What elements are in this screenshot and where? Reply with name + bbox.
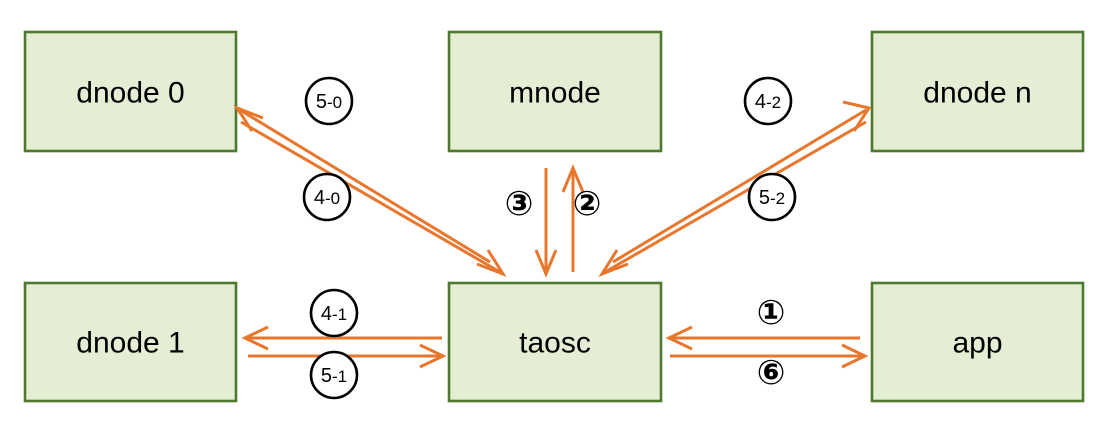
step-circle-5-1: [309, 350, 359, 400]
arrow-flow-5-2: [598, 120, 867, 278]
node-mnode[interactable]: mnode: [447, 30, 663, 153]
arrow-flow-1: [665, 325, 860, 351]
node-label-mnode: mnode: [509, 77, 601, 110]
node-dnode0[interactable]: dnode 0: [23, 30, 238, 153]
node-label-app: app: [952, 327, 1002, 360]
step-circle-4-1: [309, 288, 359, 338]
step-marker-5-0: 5-0: [304, 76, 354, 126]
step-glyph-6: ⑥: [757, 353, 786, 393]
step-circle-5-2: [747, 172, 797, 222]
node-label-taosc: taosc: [519, 327, 591, 360]
arrow-flow-4-0: [240, 120, 507, 278]
node-box-app[interactable]: [870, 281, 1085, 403]
step-circle-4-2: [743, 76, 793, 126]
node-label-dnoden: dnode n: [923, 77, 1031, 110]
step-marker-5-2: 5-2: [747, 172, 797, 222]
arrow-flow-2: [561, 164, 585, 272]
node-box-mnode[interactable]: [447, 30, 663, 153]
step-marker-5-1: 5-1: [309, 350, 359, 400]
step-glyph-3: ③: [505, 184, 534, 224]
step-circle-5-0: [304, 76, 354, 126]
arrow-flow-4-1: [241, 325, 442, 351]
step-label-5-1: 5-1: [321, 365, 347, 387]
step-marker-4-0: 4-0: [302, 172, 352, 222]
step-circle-4-0: [302, 172, 352, 222]
step-glyph-1: ①: [757, 293, 786, 333]
step-label-4-2: 4-2: [755, 91, 781, 113]
step-label-4-0: 4-0: [314, 187, 340, 209]
step-marker-4-1: 4-1: [309, 288, 359, 338]
arrow-flow-6: [670, 343, 869, 369]
step-label-5-0: 5-0: [316, 91, 342, 113]
node-taosc[interactable]: taosc: [447, 281, 663, 403]
node-label-dnode0: dnode 0: [76, 77, 184, 110]
arrow-flow-4-2: [612, 100, 872, 264]
node-dnoden[interactable]: dnode n: [870, 30, 1085, 153]
step-marker-4-2: 4-2: [743, 76, 793, 126]
node-app[interactable]: app: [870, 281, 1085, 403]
arrow-flow-3: [534, 168, 558, 278]
node-box-dnoden[interactable]: [870, 30, 1085, 153]
step-label-5-2: 5-2: [759, 187, 785, 209]
node-box-dnode1[interactable]: [23, 281, 238, 403]
node-box-taosc[interactable]: [447, 281, 663, 403]
step-label-4-1: 4-1: [321, 303, 347, 325]
node-label-dnode1: dnode 1: [76, 327, 184, 360]
node-dnode1[interactable]: dnode 1: [23, 281, 238, 403]
node-box-dnode0[interactable]: [23, 30, 238, 153]
arrow-flow-5-0: [233, 104, 491, 264]
step-glyph-2: ②: [573, 184, 602, 224]
